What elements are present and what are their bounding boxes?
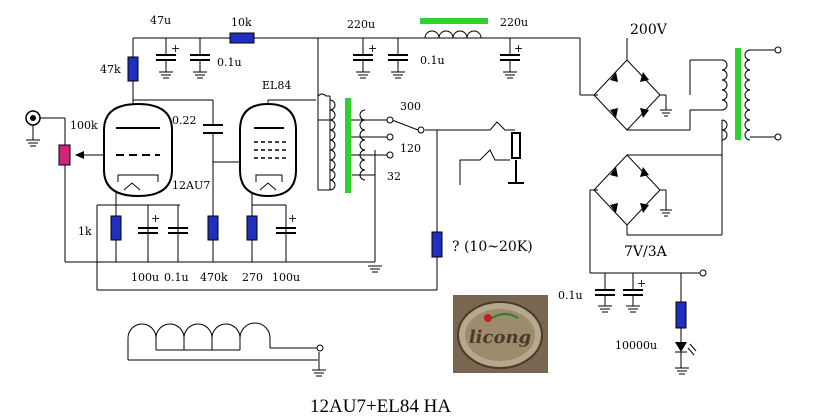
resistor-470k xyxy=(207,215,219,241)
bridge-rectifier-lv-icon xyxy=(593,154,667,235)
ground-icon xyxy=(598,305,612,313)
label-1k: 1k xyxy=(78,225,92,238)
svg-text:+: + xyxy=(368,42,377,55)
label-200v: 200V xyxy=(630,22,668,38)
impedance-switch xyxy=(386,116,425,159)
label-0.1u-c: 0.1u xyxy=(164,271,189,284)
mains-terminal xyxy=(774,46,782,54)
label-470k: 470k xyxy=(200,271,228,284)
label-100u-a: 100u xyxy=(131,271,159,284)
bridge-rectifier-hv-icon xyxy=(593,59,667,131)
headphone-jack-icon xyxy=(508,132,524,184)
label-270: 270 xyxy=(242,271,263,284)
label-10000u: 10000u xyxy=(615,339,657,352)
label-220u-a: 220u xyxy=(347,18,375,31)
ground-icon xyxy=(356,71,370,79)
mains-terminal xyxy=(774,133,782,141)
label-100u-b: 100u xyxy=(272,271,300,284)
label-0.1u-b: 0.1u xyxy=(420,54,445,67)
resistor-load xyxy=(431,231,443,258)
ground-icon xyxy=(675,367,689,375)
label-12au7: 12AU7 xyxy=(172,179,210,192)
resistor-270 xyxy=(246,215,258,241)
ground-icon xyxy=(660,109,672,117)
svg-text:+: + xyxy=(514,42,523,55)
label-load-resistor: ? (10~20K) xyxy=(452,239,533,255)
led-icon xyxy=(675,273,697,368)
resistor-10k xyxy=(229,32,255,44)
ground-icon xyxy=(312,352,326,377)
ground-icon xyxy=(368,265,382,273)
choke-inductor-icon xyxy=(420,18,488,39)
label-220u-b: 220u xyxy=(500,16,528,29)
ground-symbols xyxy=(26,71,689,377)
label-7v3a: 7V/3A xyxy=(624,244,668,260)
label-0.22: 0.22 xyxy=(172,114,197,127)
resistor-1k xyxy=(110,215,122,241)
ground-icon xyxy=(660,209,672,217)
label-10k: 10k xyxy=(231,16,252,29)
resistor-47k xyxy=(127,56,139,82)
input-jack-icon xyxy=(25,110,41,126)
component-labels: 47u 10k 220u 220u 200V 47k 0.1u 0.1u EL8… xyxy=(70,14,668,352)
pot-wiper-arrow xyxy=(75,151,84,159)
svg-text:+: + xyxy=(288,212,297,225)
label-47k: 47k xyxy=(100,63,121,76)
resistors xyxy=(58,32,687,329)
label-47u: 47u xyxy=(150,14,171,27)
tube-12au7-icon xyxy=(103,102,173,198)
resistor-led xyxy=(675,301,687,329)
ground-icon xyxy=(26,125,40,147)
label-tap-300: 300 xyxy=(400,100,421,113)
heater-terminal xyxy=(699,269,707,277)
label-100k: 100k xyxy=(70,119,98,132)
ground-icon xyxy=(503,71,517,79)
label-0.1u-a: 0.1u xyxy=(217,56,242,69)
tube-el84-icon xyxy=(239,102,297,198)
label-tap-120: 120 xyxy=(400,142,421,155)
svg-text:+: + xyxy=(151,212,160,225)
label-0.1u-d: 0.1u xyxy=(558,289,583,302)
output-transformer-icon xyxy=(329,98,366,193)
heater-filament-icon xyxy=(127,322,324,361)
power-transformer-icon xyxy=(721,46,782,141)
diagram-title: 12AU7+EL84 HA xyxy=(310,396,451,417)
label-tap-32: 32 xyxy=(387,170,401,183)
capacitors: + + + + + xyxy=(138,38,646,306)
logo-text: licong xyxy=(469,327,531,348)
ground-icon xyxy=(391,71,405,79)
ground-icon xyxy=(159,71,173,79)
svg-text:+: + xyxy=(171,42,180,55)
rose-icon xyxy=(484,314,492,322)
label-el84: EL84 xyxy=(262,79,291,92)
svg-text:+: + xyxy=(637,277,646,290)
wiring xyxy=(40,37,775,349)
licong-logo: licong xyxy=(453,295,548,373)
potentiometer-100k xyxy=(58,144,71,166)
ground-icon xyxy=(193,71,207,79)
ground-icon xyxy=(626,305,640,313)
